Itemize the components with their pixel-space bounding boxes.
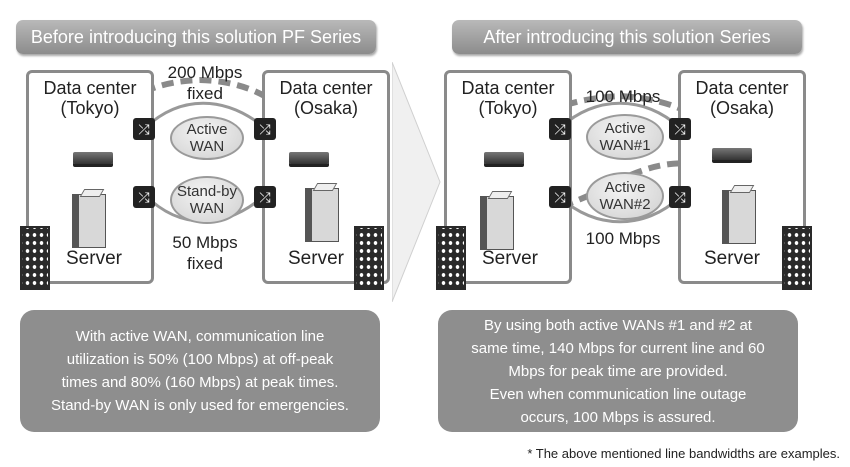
switch-icon: ⤮ — [669, 118, 691, 140]
transition-arrow — [392, 62, 441, 302]
right-active-wan-1: Active WAN#1 — [586, 114, 664, 160]
left-datacenter-osaka — [262, 70, 390, 284]
switch-icon: ⤮ — [549, 118, 571, 140]
caption-line: Stand-by WAN is only used for emergencie… — [51, 397, 349, 414]
right-active-wan-2: Active WAN#2 — [586, 172, 664, 220]
left-bandwidth-top: 200 Mbps fixed — [167, 63, 243, 103]
footnote: * The above mentioned line bandwidths ar… — [527, 446, 840, 461]
caption-line: Even when communication line outage — [489, 385, 747, 403]
left-datacenter-tokyo-label: Data center (Tokyo) — [43, 78, 137, 118]
router-icon — [484, 152, 524, 164]
caption-line: occurs, 100 Mbps is assured. — [520, 408, 716, 426]
after-header: After introducing this solution Series — [452, 20, 802, 54]
left-standby-wan: Stand-by WAN — [170, 176, 244, 224]
right-datacenter-tokyo-label: Data center (Tokyo) — [461, 78, 555, 118]
left-active-wan: Active WAN — [170, 116, 244, 160]
right-bandwidth-bottom: 100 Mbps — [585, 229, 661, 248]
left-bandwidth-bottom: 50 Mbps fixed — [172, 233, 238, 273]
building-icon — [436, 226, 466, 290]
right-bandwidth-top: 100 Mbps — [585, 87, 661, 106]
switch-icon: ⤮ — [254, 186, 276, 208]
caption-line: times and 80% (160 Mbps) at peak times. — [61, 374, 339, 391]
server-icon — [305, 188, 339, 242]
left-datacenter-osaka-label: Data center (Osaka) — [279, 78, 373, 118]
router-icon — [712, 148, 752, 160]
left-server-osaka-label: Server — [288, 248, 344, 269]
server-icon — [480, 196, 514, 250]
left-server-tokyo-label: Server — [66, 248, 122, 269]
switch-icon: ⤮ — [254, 118, 276, 140]
caption-line: By using both active WANs #1 and #2 at — [484, 316, 752, 334]
server-icon — [72, 194, 106, 248]
caption-line: With active WAN, communication line — [75, 328, 325, 345]
switch-icon: ⤮ — [133, 118, 155, 140]
switch-icon: ⤮ — [669, 186, 691, 208]
right-server-osaka-label: Server — [704, 248, 760, 269]
building-icon — [782, 226, 812, 290]
caption-line: same time, 140 Mbps for current line and… — [471, 339, 765, 357]
caption-line: utilization is 50% (100 Mbps) at off-pea… — [66, 351, 334, 368]
building-icon — [354, 226, 384, 290]
right-caption: By using both active WANs #1 and #2 at s… — [438, 310, 798, 432]
right-server-tokyo-label: Server — [482, 248, 538, 269]
building-icon — [20, 226, 50, 290]
switch-icon: ⤮ — [549, 186, 571, 208]
router-icon — [73, 152, 113, 164]
server-icon — [722, 190, 756, 244]
left-caption: With active WAN, communication line util… — [20, 310, 380, 432]
switch-icon: ⤮ — [133, 186, 155, 208]
before-header: Before introducing this solution PF Seri… — [16, 20, 376, 54]
router-icon — [289, 152, 329, 164]
caption-line: Mbps for peak time are provided. — [508, 362, 728, 380]
right-datacenter-osaka-label: Data center (Osaka) — [695, 78, 789, 118]
